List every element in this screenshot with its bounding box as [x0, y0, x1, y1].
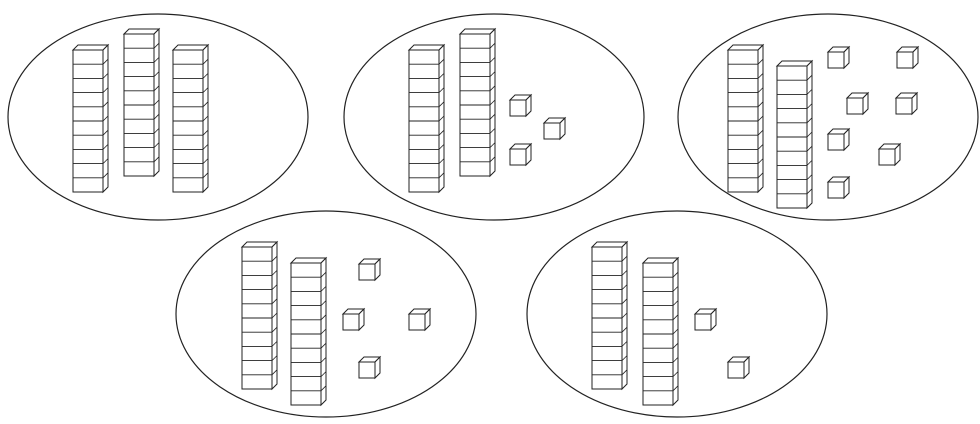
ten-rod — [592, 242, 627, 389]
unit-cube — [510, 144, 531, 165]
ten-rod — [409, 45, 444, 192]
ten-rod — [173, 45, 208, 192]
unit-cube — [828, 129, 849, 150]
group-5 — [527, 211, 827, 417]
group-1 — [8, 14, 308, 220]
group-4 — [176, 211, 476, 417]
unit-cube — [343, 309, 364, 330]
ten-rod — [643, 258, 678, 405]
unit-cube — [695, 309, 716, 330]
ten-rod — [73, 45, 108, 192]
unit-cube — [897, 47, 918, 68]
unit-cube — [828, 47, 849, 68]
unit-cube — [728, 357, 749, 378]
ten-rod — [460, 29, 495, 176]
unit-cube — [847, 93, 868, 114]
unit-cube — [359, 259, 380, 280]
ten-rod — [124, 29, 159, 176]
ten-rod — [291, 258, 326, 405]
unit-cube — [409, 309, 430, 330]
unit-cube — [359, 357, 380, 378]
unit-cube — [544, 118, 565, 139]
ten-rod — [728, 45, 763, 192]
ten-rod — [242, 242, 277, 389]
unit-cube — [896, 93, 917, 114]
unit-cube — [879, 144, 900, 165]
unit-cube — [828, 177, 849, 198]
ten-rod — [777, 61, 812, 208]
group-2 — [344, 14, 644, 220]
unit-cube — [510, 95, 531, 116]
group-3 — [678, 14, 978, 220]
